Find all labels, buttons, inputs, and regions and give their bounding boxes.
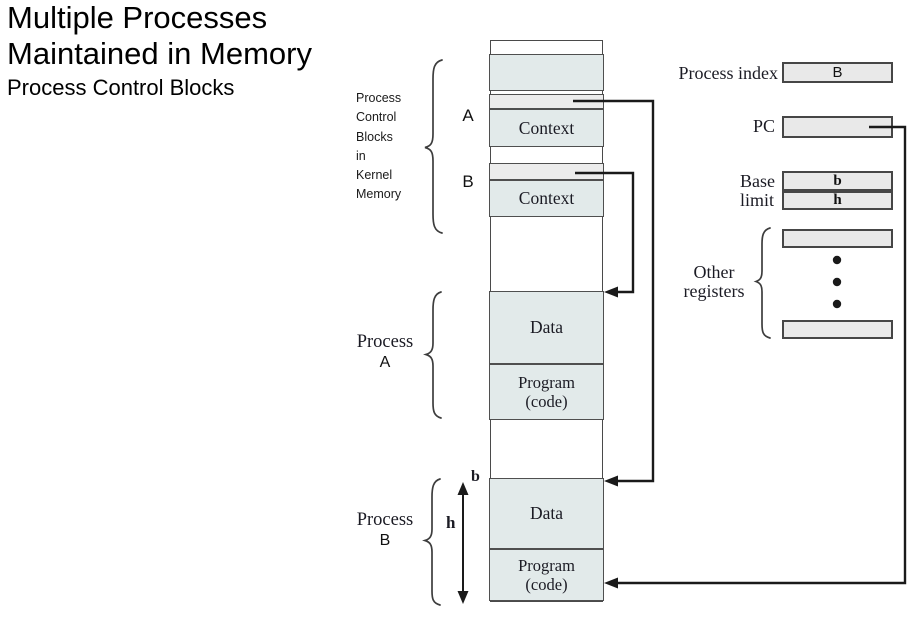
process-b-letter: B bbox=[379, 532, 391, 549]
arrowhead-icon bbox=[604, 475, 618, 487]
process-a-brace-icon bbox=[423, 291, 442, 419]
kernel-label-line: Control bbox=[356, 110, 397, 125]
kernel-label-line: Memory bbox=[356, 187, 402, 202]
kernel-memory-label: Process Control Blocks in Kernel Memory bbox=[356, 89, 401, 205]
program-b-code-label: (code) bbox=[525, 575, 568, 594]
arrowhead-icon bbox=[604, 286, 618, 298]
process-b-group-label: Process B bbox=[343, 510, 427, 552]
segment-context-b: Context bbox=[489, 180, 604, 217]
height-mark: h bbox=[446, 513, 456, 532]
ellipsis-dot-icon bbox=[832, 255, 842, 265]
kernel-label-line: Kernel bbox=[356, 168, 393, 183]
other-registers-line1: Other bbox=[693, 262, 735, 282]
segment-pcb-a-block bbox=[489, 54, 604, 91]
kernel-pcb-brace-icon bbox=[424, 59, 443, 234]
segment-program-a: Program (code) bbox=[489, 364, 604, 420]
limit-label: limit bbox=[739, 190, 774, 210]
context-b-label: Context bbox=[518, 188, 575, 208]
limit-box: h bbox=[782, 190, 893, 210]
memory-column: Context Context Data Program (code) Data… bbox=[489, 40, 604, 602]
program-a-code-label: (code) bbox=[525, 392, 568, 411]
process-a-name: Process bbox=[356, 332, 414, 352]
process-b-name: Process bbox=[356, 510, 414, 530]
kernel-label-line: Blocks bbox=[356, 129, 393, 144]
title-block: Multiple Processes Maintained in Memory … bbox=[7, 0, 312, 101]
segment-data-a: Data bbox=[489, 291, 604, 364]
pcb-a-letter: A bbox=[462, 106, 474, 125]
process-b-brace-icon bbox=[422, 478, 441, 606]
pcb-b-letter: B bbox=[462, 172, 474, 191]
ellipsis-dot-icon bbox=[832, 277, 842, 287]
process-a-group-label: Process A bbox=[343, 332, 427, 374]
arrowhead-icon bbox=[457, 482, 469, 495]
base-mark: b bbox=[471, 468, 480, 485]
context-a-label: Context bbox=[518, 117, 575, 138]
page-subtitle: Process Control Blocks bbox=[7, 75, 235, 100]
ellipsis-dot-icon bbox=[832, 299, 842, 309]
page-title-line1: Multiple Processes bbox=[7, 0, 268, 35]
base-value: b bbox=[833, 173, 842, 189]
kernel-label-line: in bbox=[356, 148, 366, 163]
program-b-label: Program bbox=[518, 556, 575, 575]
other-registers-line2: registers bbox=[683, 281, 745, 301]
process-index-box: B bbox=[782, 62, 893, 83]
segment-pcb-b-pointer bbox=[489, 163, 604, 180]
process-a-letter: A bbox=[379, 354, 391, 371]
arrowhead-icon bbox=[604, 577, 618, 589]
segment-data-b: Data bbox=[489, 478, 604, 549]
kernel-label-line: Process bbox=[356, 91, 402, 105]
data-b-label: Data bbox=[529, 503, 564, 523]
process-index-label: Process index bbox=[678, 63, 778, 83]
other-registers-label: Other registers bbox=[664, 263, 764, 301]
segment-context-a: Context bbox=[489, 109, 604, 147]
page-title-line2: Maintained in Memory bbox=[7, 36, 312, 71]
pc-label: PC bbox=[752, 116, 775, 136]
program-a-label: Program bbox=[518, 373, 575, 392]
segment-program-b: Program (code) bbox=[489, 549, 604, 601]
process-index-value: B bbox=[832, 64, 843, 81]
limit-value: h bbox=[833, 192, 842, 208]
base-box: b bbox=[782, 171, 893, 191]
other-register-box-top bbox=[782, 229, 893, 248]
pc-box bbox=[782, 116, 893, 138]
arrowhead-icon bbox=[457, 591, 469, 604]
data-a-label: Data bbox=[529, 317, 564, 337]
segment-pcb-a-pointer bbox=[489, 94, 604, 109]
other-register-box-bottom bbox=[782, 320, 893, 339]
base-label: Base bbox=[740, 171, 775, 191]
